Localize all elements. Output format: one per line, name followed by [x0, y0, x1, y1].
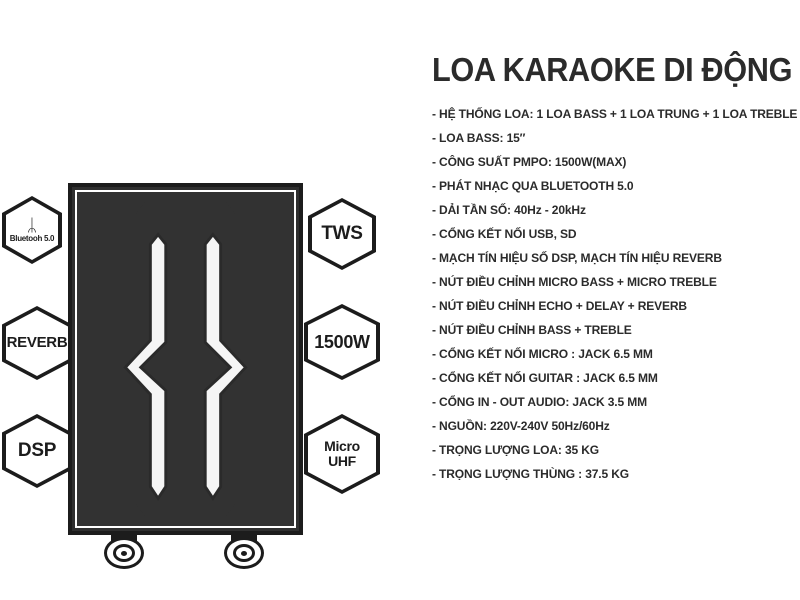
specification-panel: LOA KARAOKE DI ĐỘNG - HỆ THỐNG LOA: 1 LO…: [432, 0, 800, 600]
badge-tws: TWS: [308, 198, 376, 270]
page-title: LOA KARAOKE DI ĐỘNG: [432, 51, 793, 88]
badge-bluetooth: ᛦ Bluetooh 5.0: [2, 196, 62, 264]
caster-wheel-rim: [104, 537, 144, 569]
badge-reverb-label: REVERB: [6, 334, 68, 352]
specification-list: - HỆ THỐNG LOA: 1 LOA BASS + 1 LOA TRUNG…: [432, 102, 800, 486]
badge-micro-uhf-label-line2: UHF: [328, 453, 356, 469]
list-item: - PHÁT NHẠC QUA BLUETOOTH 5.0: [432, 179, 634, 194]
list-item: - MẠCH TÍN HIỆU SỐ DSP, MẠCH TÍN HIỆU RE…: [432, 251, 722, 266]
badge-bluetooth-label: Bluetooh 5.0: [9, 233, 55, 243]
caster-wheel-axle: [121, 551, 127, 556]
caster-wheel-left: [104, 531, 144, 571]
list-item: - NÚT ĐIỀU CHỈNH BASS + TREBLE: [432, 323, 632, 338]
list-item: - CỔNG KẾT NỐI USB, SD: [432, 227, 577, 242]
grille-divider-bar: [127, 198, 132, 520]
list-item: - LOA BASS: 15″: [432, 131, 526, 146]
speaker-cabinet: [68, 183, 303, 535]
badge-tws-label: TWS: [321, 223, 363, 245]
list-item: - TRỌNG LƯỢNG THÙNG : 37.5 KG: [432, 467, 629, 482]
list-item: - CỔNG KẾT NỐI GUITAR : JACK 6.5 MM: [432, 371, 658, 386]
list-item: - CỔNG KẾT NỐI MICRO : JACK 6.5 MM: [432, 347, 653, 362]
list-item: - CÔNG SUẤT PMPO: 1500W(MAX): [432, 155, 627, 170]
badge-dsp: DSP: [2, 414, 72, 488]
list-item: - TRỌNG LƯỢNG LOA: 35 KG: [432, 443, 599, 458]
grille-divider-bar: [255, 198, 260, 520]
badge-power-rating: 1500W: [304, 304, 380, 380]
grille-divider-bar: [160, 198, 165, 520]
grille-divider-bar: [83, 394, 288, 398]
grille-x-motif: [123, 232, 248, 501]
grille-top-panel: [133, 198, 238, 218]
badge-power-label: 1500W: [314, 331, 370, 352]
badge-micro-uhf: Micro UHF: [304, 414, 380, 494]
bluetooth-icon: ᛦ: [26, 215, 38, 235]
badge-dsp-label: DSP: [17, 440, 57, 462]
caster-wheel-right: [224, 531, 264, 571]
cabinet-frame: [75, 190, 296, 528]
caster-wheel-axle: [241, 551, 247, 556]
caster-bracket: [111, 531, 137, 541]
grille-divider-bar: [83, 288, 288, 292]
list-item: - NGUỒN: 220V-240V 50Hz/60Hz: [432, 419, 610, 434]
product-illustration: ᛦ Bluetooh 5.0 REVERB DSP TWS 1500W: [2, 183, 380, 571]
grille-bottom-panel: [133, 500, 238, 520]
list-item: - NÚT ĐIỀU CHỈNH MICRO BASS + MICRO TREB…: [432, 275, 717, 290]
list-item: - NÚT ĐIỀU CHỈNH ECHO + DELAY + REVERB: [432, 299, 687, 314]
list-item: - DẢI TẦN SỐ: 40Hz - 20kHz: [432, 203, 586, 218]
list-item: - HỆ THỐNG LOA: 1 LOA BASS + 1 LOA TRUNG…: [432, 107, 798, 122]
badge-reverb: REVERB: [2, 306, 72, 380]
badge-micro-uhf-label-line1: Micro: [324, 438, 360, 455]
caster-bracket: [231, 531, 257, 541]
list-item: - CỔNG IN - OUT AUDIO: JACK 3.5 MM: [432, 395, 647, 410]
speaker-grille-mesh: [83, 198, 288, 520]
